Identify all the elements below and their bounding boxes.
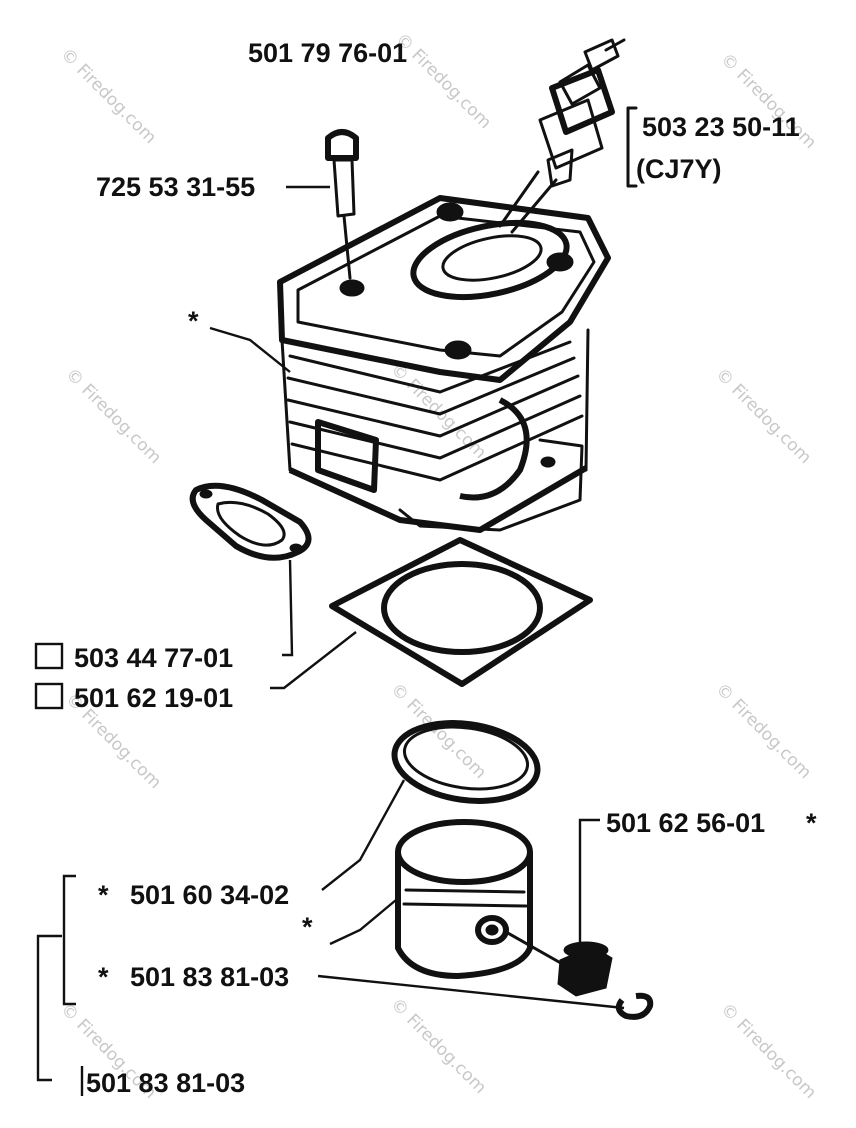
cylinder-leader: [209, 326, 291, 373]
piston-ring-part-number: 501 60 34-02: [130, 880, 289, 910]
piston-leader: [329, 899, 397, 946]
intake-gasket-drawing: [189, 482, 312, 561]
cylinder-gasket-part-number: 501 62 19-01: [74, 683, 233, 713]
piston-kit-leader: [317, 974, 625, 1010]
circlip-drawing: [615, 992, 654, 1020]
intake-gasket-part-number: 503 44 77-01: [74, 643, 233, 673]
watermark: © Firedog.com: [386, 994, 490, 1098]
watermark: © Firedog.com: [56, 44, 160, 148]
assembly-number: 501 79 76-01: [248, 38, 407, 68]
intake-gasket-leader: [282, 559, 294, 657]
cylinder-drawing: [277, 195, 611, 533]
spark-plug-part-number: 503 23 50-11: [642, 112, 800, 142]
checkbox-icon: [34, 682, 64, 710]
checkbox-icon: [34, 642, 64, 670]
bearing-part-number: 501 62 56-01: [606, 808, 765, 838]
screw-part-number: 725 53 31-55: [96, 172, 255, 202]
cylinder-marker: *: [188, 306, 199, 336]
piston-ring-drawing: [391, 720, 541, 804]
spark-plug-type: (CJ7Y): [636, 154, 722, 184]
piston-kit-marker: *: [98, 962, 109, 992]
piston-ring-marker: *: [98, 880, 109, 910]
cylinder-gasket-leader: [270, 631, 357, 690]
piston-kit-part-number: 501 83 81-03: [130, 962, 289, 992]
watermark: © Firedog.com: [711, 364, 815, 468]
watermark: © Firedog.com: [386, 679, 490, 783]
piston-kit-outer-bracket: [36, 934, 62, 1082]
piston-drawing: [395, 819, 568, 979]
piston-kit-bracket: [62, 874, 76, 1006]
piston-kit-bottom-part-number: 501 83 81-03: [86, 1068, 245, 1098]
bearing-marker: *: [806, 808, 817, 838]
cylinder-gasket-drawing: [329, 537, 593, 687]
watermark: © Firedog.com: [61, 364, 165, 468]
needle-bearing-drawing: [557, 941, 613, 997]
spark-plug-bracket: [626, 106, 638, 188]
bearing-leader: [578, 818, 600, 944]
spark-plug-drawing: [498, 38, 626, 234]
piston-marker: *: [302, 912, 313, 942]
watermark: © Firedog.com: [711, 679, 815, 783]
piston-ring-leader: [321, 779, 406, 891]
watermark: © Firedog.com: [716, 999, 820, 1103]
